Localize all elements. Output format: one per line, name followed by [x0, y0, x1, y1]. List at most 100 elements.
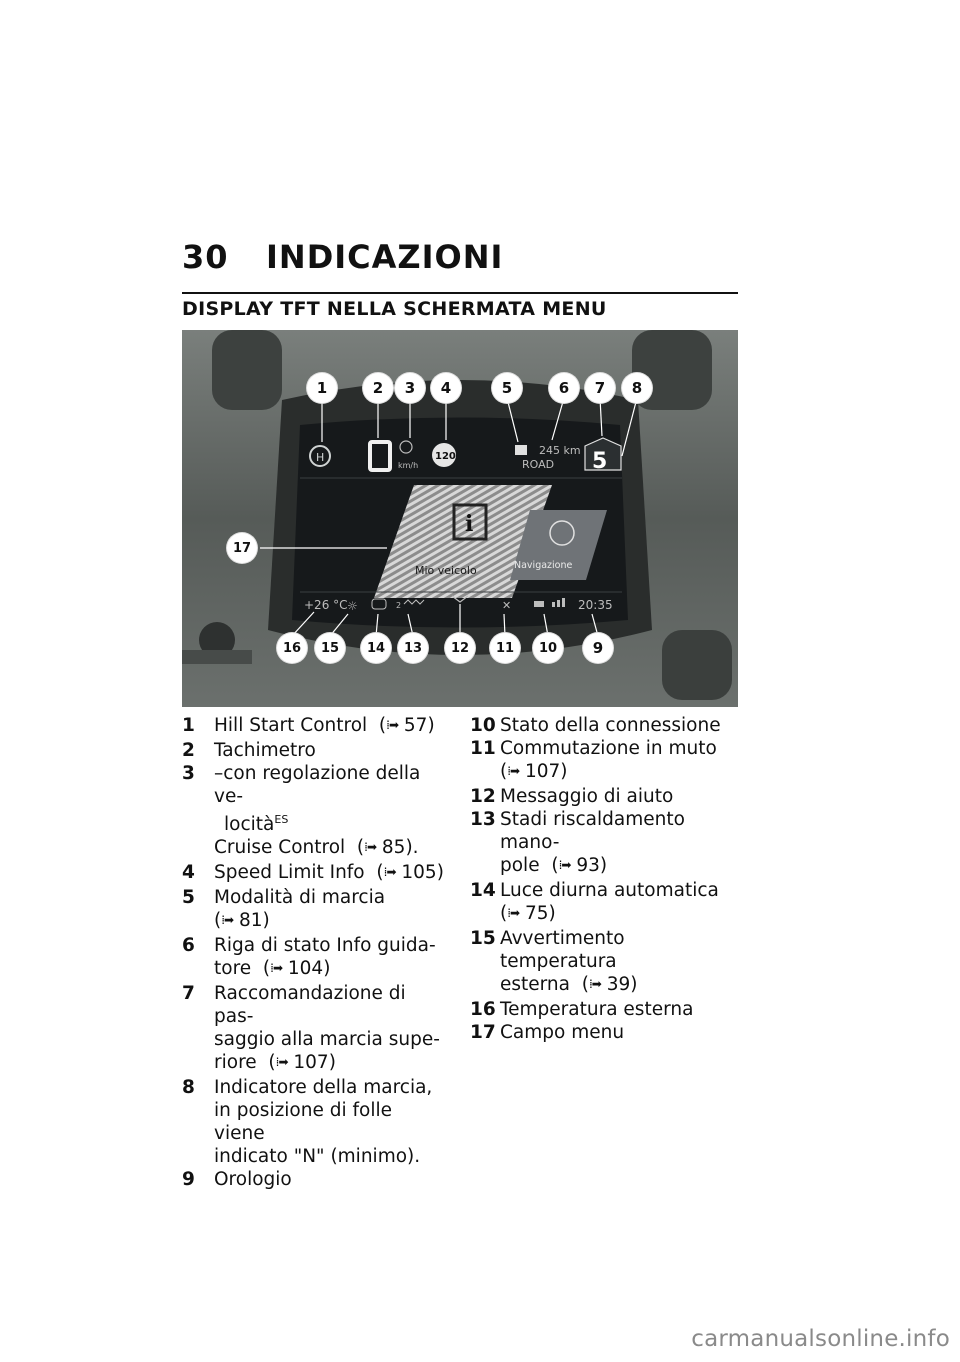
legend-number: 3 — [182, 763, 195, 784]
legend-text: Modalità di marcia(⁞➡ 81) — [214, 887, 386, 932]
legend-number: 11 — [470, 738, 496, 759]
callout-13: 13 — [398, 633, 428, 663]
header-rule — [182, 292, 738, 294]
legend-text: Stato della connessione — [500, 715, 721, 736]
page-reference[interactable]: (⁞➡ 85). — [345, 837, 419, 859]
reference-arrow-icon: ⁞➡ — [507, 764, 520, 778]
reference-arrow-icon: ⁞➡ — [386, 718, 399, 732]
legend-number: 1 — [182, 715, 195, 736]
legend-text: Riga di stato Info guida-tore (⁞➡ 104) — [214, 935, 436, 980]
callout-4: 4 — [431, 373, 461, 403]
legend-number: 7 — [182, 983, 195, 1005]
legend-text: Luce diurna automatica(⁞➡ 75) — [500, 880, 719, 924]
legend-text: Orologio — [214, 1169, 292, 1191]
callout-12: 12 — [445, 633, 475, 663]
legend-text: Campo menu — [500, 1022, 625, 1043]
status-bar-top: H km/h 120 245 km ROAD 5 — [309, 437, 622, 474]
legend-text: Messaggio di aiuto — [500, 786, 674, 807]
callout-8: 8 — [622, 373, 652, 403]
page-reference[interactable]: (⁞➡ 107) — [500, 761, 568, 782]
legend-item-5: 5 Modalità di marcia(⁞➡ 81) — [182, 886, 444, 934]
clock: 20:35 — [578, 598, 613, 612]
legend-number: 14 — [470, 880, 496, 901]
callout-2: 2 — [363, 373, 393, 403]
legend-number: 15 — [470, 928, 496, 949]
menu-field: i Mio veicolo › Navigazione — [374, 485, 607, 598]
page-reference[interactable]: (⁞➡ 75) — [500, 903, 556, 924]
gear-indicator: 5 — [592, 449, 607, 474]
callout-14: 14 — [361, 633, 391, 663]
legend-number: 9 — [182, 1169, 195, 1191]
legend-text: Raccomandazione di pas-saggio alla marci… — [214, 983, 440, 1074]
reference-arrow-icon: ⁞➡ — [558, 858, 572, 872]
reference-arrow-icon: ⁞➡ — [507, 906, 520, 920]
reference-arrow-icon: ⁞➡ — [275, 1055, 289, 1070]
legend-text: Speed Limit Info (⁞➡ 105) — [214, 862, 444, 884]
legend-text: Commutazione in muto(⁞➡ 107) — [500, 738, 717, 782]
range-value: 245 km — [539, 444, 581, 457]
page-reference[interactable]: (⁞➡ 107) — [256, 1052, 336, 1074]
chapter-title: INDICAZIONI — [266, 238, 504, 276]
status-bar-bottom: +26 °C ☼ 2 ✕ 20:35 — [304, 595, 613, 613]
callout-17: 17 — [227, 533, 257, 563]
footer-watermark: carmanualsonline.info — [691, 1326, 950, 1352]
page-reference[interactable]: (⁞➡ 105) — [364, 862, 444, 884]
tft-display-illustration: H km/h 120 245 km ROAD 5 i Mio veicolo ›… — [182, 330, 738, 707]
page-reference[interactable]: (⁞➡ 81) — [214, 910, 270, 932]
reference-arrow-icon: ⁞➡ — [270, 961, 283, 976]
svg-text:☼: ☼ — [347, 599, 358, 613]
legend-item-7: 7 Raccomandazione di pas-saggio alla marc… — [182, 982, 444, 1076]
legend-number: 16 — [470, 999, 496, 1020]
ride-mode: ROAD — [522, 458, 554, 471]
menu-item-navigation-label: Navigazione — [514, 560, 573, 571]
legend-text: Stadi riscaldamento mano-pole (⁞➡ 93) — [500, 809, 685, 876]
page-number: 30 — [182, 238, 229, 276]
legend-item-6: 6 Riga di stato Info guida-tore (⁞➡ 104) — [182, 934, 444, 982]
page-reference[interactable]: (⁞➡ 104) — [251, 958, 331, 980]
callout-6: 6 — [549, 373, 579, 403]
reference-arrow-icon: ⁞➡ — [221, 913, 234, 928]
reference-arrow-icon: ⁞➡ — [588, 977, 602, 991]
tft-display-figure: H km/h 120 245 km ROAD 5 i Mio veicolo ›… — [182, 330, 738, 707]
page-reference[interactable]: (⁞➡ 93) — [539, 855, 608, 876]
speed-limit-value: 120 — [435, 451, 456, 462]
legend-number: 5 — [182, 887, 195, 909]
callout-16: 16 — [277, 633, 307, 663]
legend-text: Temperatura esterna — [500, 999, 694, 1020]
legend-text: Indicatore della marcia,in posizione di … — [214, 1077, 433, 1168]
reference-arrow-icon: ⁞➡ — [383, 865, 397, 880]
legend-number: 4 — [182, 862, 195, 884]
callout-1: 1 — [307, 373, 337, 403]
legend-number: 6 — [182, 935, 195, 957]
legend-number: 2 — [182, 740, 195, 761]
legend-number: 12 — [470, 786, 496, 807]
callout-3: 3 — [395, 373, 425, 403]
legend-number: 17 — [470, 1022, 496, 1043]
heated-grip-level: 2 — [396, 601, 401, 610]
page-reference[interactable]: (⁞➡ 57) — [367, 715, 435, 736]
callout-11: 11 — [490, 633, 520, 663]
menu-item-info-label: Mio veicolo — [415, 564, 477, 577]
outside-temperature: +26 °C — [304, 598, 348, 612]
callout-15: 15 — [315, 633, 345, 663]
page-reference[interactable]: (⁞➡ 39) — [570, 974, 638, 995]
legend-number: 10 — [470, 715, 496, 736]
callout-10: 10 — [533, 633, 563, 663]
callout-7: 7 — [585, 373, 615, 403]
svg-text:i: i — [465, 511, 473, 537]
